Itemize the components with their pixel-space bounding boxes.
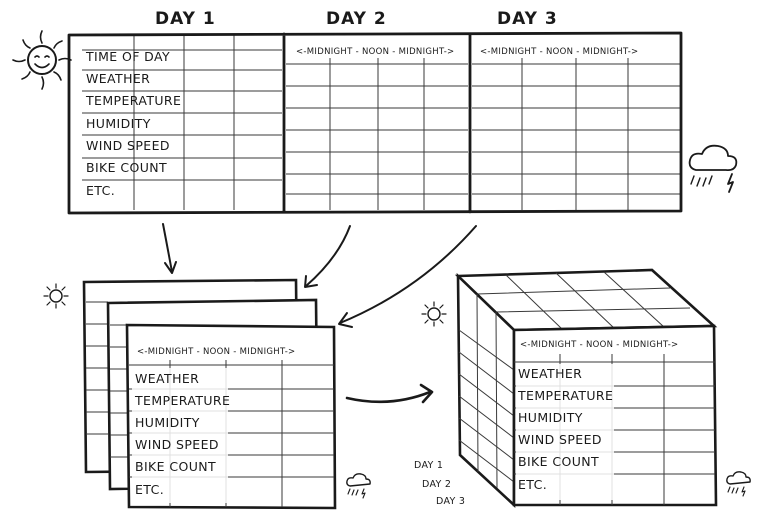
- stack-label-wind-speed: WIND SPEED: [135, 437, 219, 452]
- cube-depth-label-day-2: DAY 2: [422, 479, 451, 490]
- top-tables-frame: [67, 31, 683, 215]
- day-3-grid: [472, 56, 680, 210]
- cube-depth-label-day-3: DAY 3: [436, 496, 465, 507]
- cube-side-grid: [458, 293, 515, 489]
- row-label-bike-count: BIKE COUNT: [86, 160, 167, 175]
- cube-sun-icon: [421, 301, 447, 327]
- sun-icon: [12, 30, 72, 90]
- stack-label-temperature: TEMPERATURE: [134, 393, 230, 408]
- stack-time-header: <-MIDNIGHT - NOON - MIDNIGHT->: [137, 347, 295, 357]
- row-label-humidity: HUMIDITY: [86, 116, 151, 131]
- cube-label-etc: ETC.: [518, 477, 547, 492]
- cube-label-wind-speed: WIND SPEED: [518, 432, 602, 447]
- stack-label-bike-count: BIKE COUNT: [135, 459, 216, 474]
- cube-label-temperature: TEMPERATURE: [517, 388, 613, 403]
- cube-rain-cloud-icon: [726, 471, 751, 497]
- arrow-stack-to-cube: [345, 383, 434, 404]
- top-day-tables: DAY 1 DAY 2 DAY 3 TIME OF DAY WEATHER TE…: [67, 9, 683, 215]
- cube-depth-label-day-1: DAY 1: [414, 460, 443, 471]
- arrow-day-2-to-stack: [304, 225, 351, 288]
- row-label-temperature: TEMPERATURE: [85, 93, 181, 108]
- cube-label-bike-count: BIKE COUNT: [518, 454, 599, 469]
- arrow-day-1-to-stack: [162, 223, 177, 274]
- cube-top-grid: [476, 271, 691, 330]
- small-rain-cloud-icon: [346, 473, 371, 499]
- day-2-time-header: <-MIDNIGHT - NOON - MIDNIGHT->: [296, 47, 454, 57]
- day-1-heading: DAY 1: [155, 9, 216, 29]
- stack-label-etc: ETC.: [135, 482, 164, 497]
- small-sun-icon: [43, 283, 69, 309]
- stack-label-weather: WEATHER: [135, 371, 199, 386]
- row-label-time-of-day: TIME OF DAY: [85, 49, 170, 64]
- day-1-grid: [82, 34, 282, 210]
- row-label-weather: WEATHER: [86, 71, 150, 86]
- stacked-sheets: <-MIDNIGHT - NOON - MIDNIGHT-> WEATHER T…: [82, 278, 337, 510]
- day-2-heading: DAY 2: [326, 9, 387, 29]
- cube-time-header: <-MIDNIGHT - NOON - MIDNIGHT->: [520, 340, 678, 350]
- day-3-time-header: <-MIDNIGHT - NOON - MIDNIGHT->: [480, 47, 638, 57]
- cube-label-humidity: HUMIDITY: [518, 410, 583, 425]
- stack-label-humidity: HUMIDITY: [135, 415, 200, 430]
- data-cube: <-MIDNIGHT - NOON - MIDNIGHT-> WEATHER T…: [454, 268, 718, 508]
- row-label-etc: ETC.: [86, 183, 115, 198]
- rain-cloud-icon: [688, 144, 738, 193]
- day-2-grid: [286, 56, 468, 210]
- row-label-wind-speed: WIND SPEED: [86, 138, 170, 153]
- cube-label-weather: WEATHER: [518, 366, 582, 381]
- arrow-day-3-to-stack: [338, 225, 477, 328]
- day-3-heading: DAY 3: [497, 9, 558, 29]
